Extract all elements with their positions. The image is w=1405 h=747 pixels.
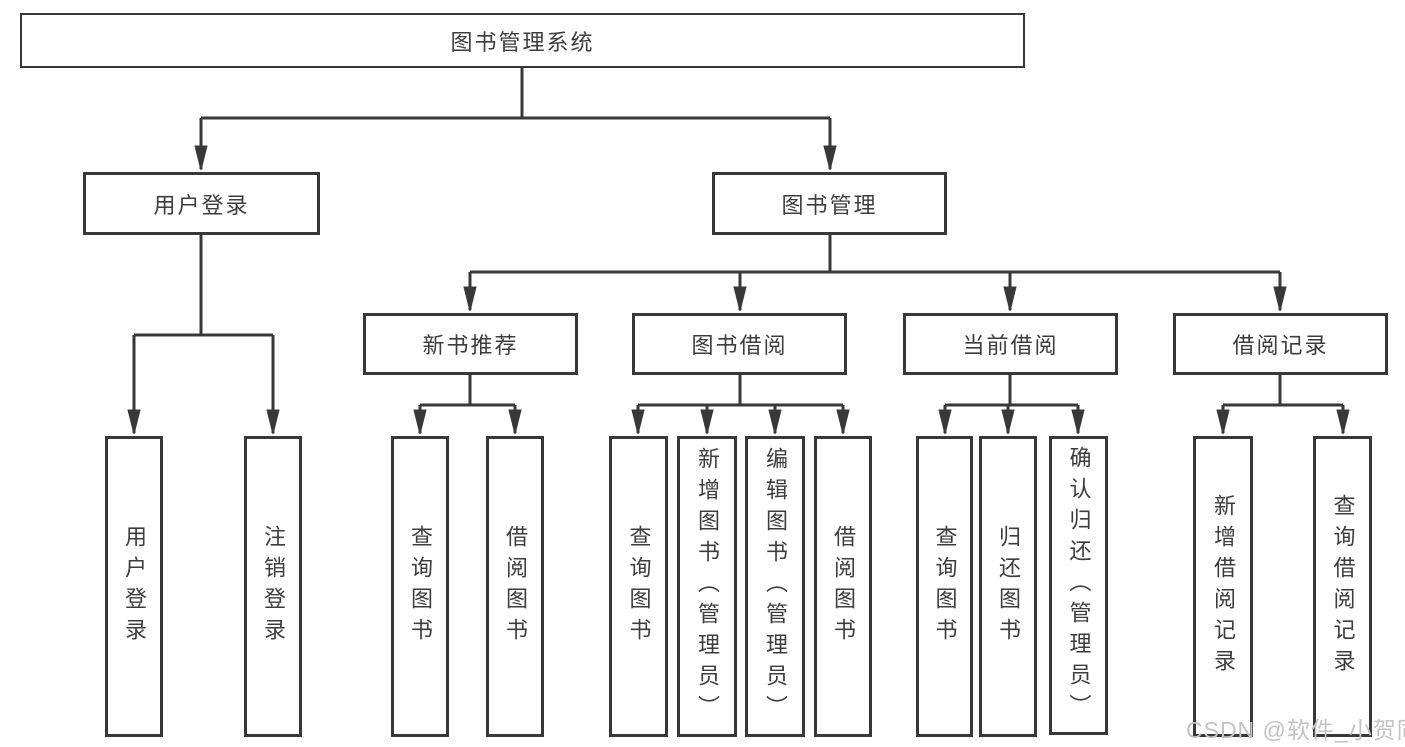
leaf-recommend-query-book-label: 查询图书 [408,524,433,649]
leaf-return-book: 归还图书 [979,436,1037,737]
leaf-return-book-label: 归还图书 [996,524,1021,649]
leaf-query-borrow-record-label: 查询借阅记录 [1330,493,1356,680]
csdn-watermark: CSDN @软件_小贺同学 [1186,717,1405,743]
leaf-logout-label: 注销登录 [261,524,286,649]
node-user-login-label: 用户登录 [153,192,250,218]
leaf-user-login-label: 用户登录 [122,524,147,649]
leaf-current-query-book: 查询图书 [916,436,973,737]
leaf-query-borrow-record: 查询借阅记录 [1313,436,1372,737]
node-user-login: 用户登录 [83,172,320,235]
node-root: 图书管理系统 [20,13,1025,68]
node-book-borrow: 图书借阅 [632,313,847,375]
leaf-add-borrow-record-label: 新增借阅记录 [1211,493,1236,680]
leaf-edit-book-admin: 编辑图书（管理员） [745,436,805,737]
branch-rails [134,68,1343,407]
node-book-mgmt: 图书管理 [712,172,947,235]
leaf-edit-book-admin-label: 编辑图书（管理员） [763,447,788,726]
node-borrow-records-label: 借阅记录 [1232,333,1329,358]
node-book-borrow-label: 图书借阅 [691,333,788,358]
leaf-borrow-query-book: 查询图书 [609,436,668,737]
leaf-recommend-borrow-book: 借阅图书 [486,436,544,737]
leaf-user-login: 用户登录 [105,436,163,737]
arrow-connectors [127,118,1350,435]
leaf-borrow-query-book-label: 查询图书 [626,524,652,649]
leaf-recommend-borrow-book-label: 借阅图书 [503,524,528,649]
leaf-confirm-return-admin-label: 确认归还（管理员） [1066,446,1092,725]
node-borrow-records: 借阅记录 [1173,313,1388,375]
leaf-add-borrow-record: 新增借阅记录 [1193,436,1253,737]
leaf-logout: 注销登录 [244,436,302,737]
leaf-current-query-book-label: 查询图书 [932,524,958,649]
leaf-add-book-admin: 新增图书（管理员） [677,436,737,737]
leaf-borrow-book-label: 借阅图书 [831,524,856,649]
leaf-add-book-admin-label: 新增图书（管理员） [695,447,720,726]
node-new-book-recommend: 新书推荐 [363,313,578,375]
node-current-borrow: 当前借阅 [903,313,1118,375]
node-new-book-recommend-label: 新书推荐 [422,333,519,358]
leaf-confirm-return-admin: 确认归还（管理员） [1049,436,1108,735]
node-book-mgmt-label: 图书管理 [781,192,878,218]
leaf-recommend-query-book: 查询图书 [391,436,449,737]
node-root-label: 图书管理系统 [450,29,595,55]
leaf-borrow-book: 借阅图书 [814,436,872,737]
node-current-borrow-label: 当前借阅 [962,333,1059,358]
